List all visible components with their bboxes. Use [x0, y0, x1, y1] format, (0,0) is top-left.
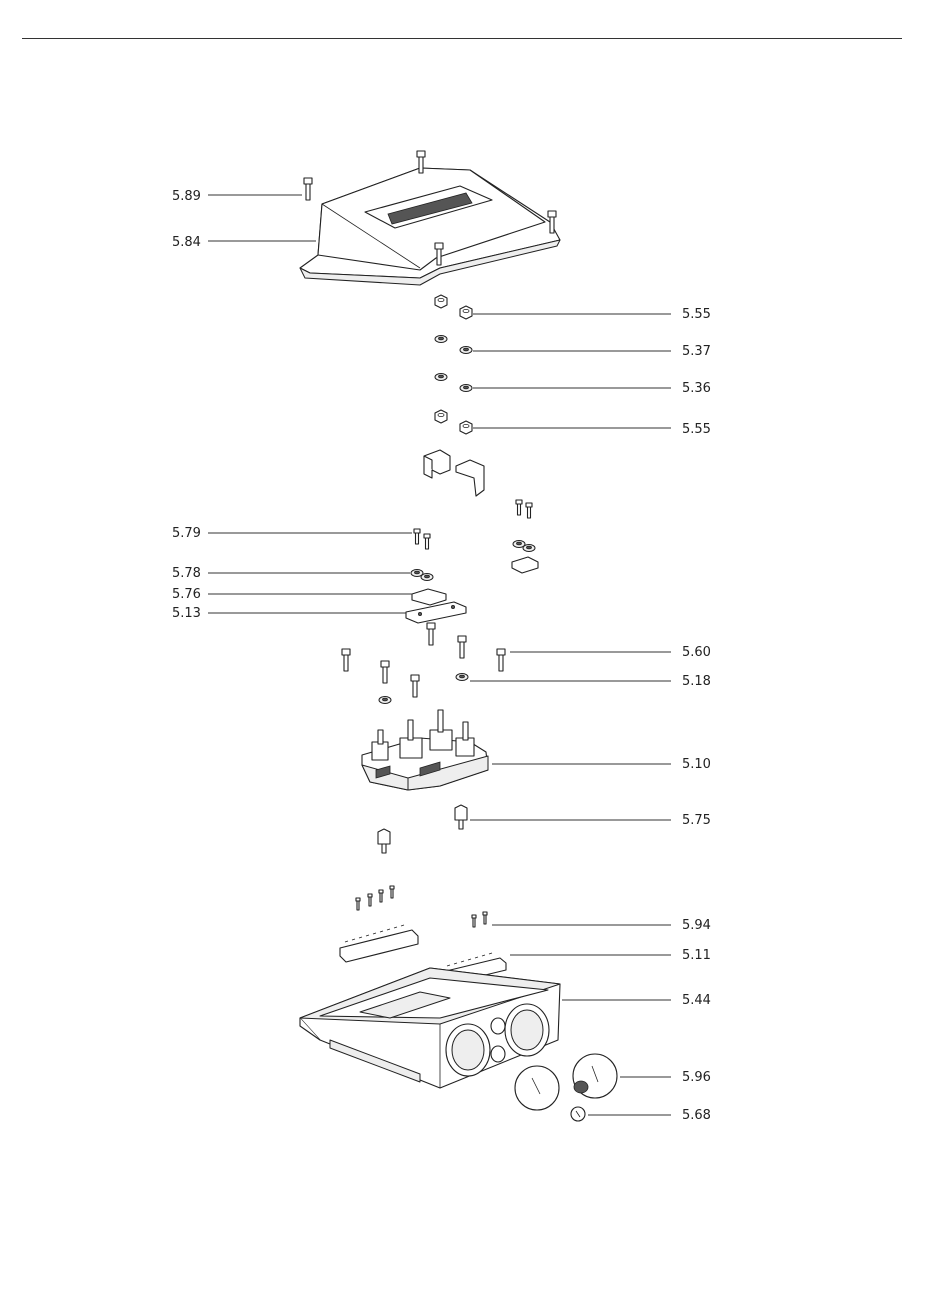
- callout-5-68: 5.68: [682, 1108, 711, 1123]
- terminal-block: [362, 710, 488, 790]
- small-screw: [379, 890, 383, 902]
- washer: [435, 374, 447, 381]
- callout-5-89: 5.89: [172, 189, 201, 204]
- screw: [414, 529, 420, 544]
- callout-5-18: 5.18: [682, 674, 711, 689]
- callout-5-11: 5.11: [682, 948, 711, 963]
- enclosure-base: [300, 968, 560, 1088]
- callout-5-13: 5.13: [172, 606, 201, 621]
- washer: [523, 545, 535, 552]
- callout-5-55-top: 5.55: [682, 307, 711, 322]
- callout-5-79: 5.79: [172, 526, 201, 541]
- terminal-bolt: [458, 636, 466, 658]
- angle-bracket: [424, 450, 484, 496]
- hex-nut: [435, 410, 447, 423]
- cover-screw: [304, 178, 312, 200]
- washer: [460, 385, 472, 392]
- callout-5-36: 5.36: [682, 381, 711, 396]
- callout-5-55-bottom: 5.55: [682, 422, 711, 437]
- callout-5-94: 5.94: [682, 918, 711, 933]
- washer: [460, 347, 472, 354]
- blanking-plug: [573, 1054, 617, 1098]
- hex-nut: [435, 295, 447, 308]
- callout-5-78: 5.78: [172, 566, 201, 581]
- small-screw: [483, 912, 487, 924]
- callout-5-84: 5.84: [172, 235, 201, 250]
- standoff: [378, 829, 390, 853]
- clamp-plate: [412, 589, 446, 605]
- screw: [424, 534, 430, 549]
- terminal-strip: [340, 925, 418, 962]
- washer: [456, 674, 468, 681]
- washer: [379, 697, 391, 704]
- washer: [421, 574, 433, 581]
- clamp-plate: [512, 557, 538, 573]
- screw: [516, 500, 522, 515]
- callout-5-44: 5.44: [682, 993, 711, 1008]
- small-screw: [368, 894, 372, 906]
- standoff: [455, 805, 467, 829]
- callout-5-10: 5.10: [682, 757, 711, 772]
- callout-5-76: 5.76: [172, 587, 201, 602]
- terminal-bolt: [497, 649, 505, 671]
- small-screw: [472, 915, 476, 927]
- callout-5-37: 5.37: [682, 344, 711, 359]
- terminal-bolt: [427, 623, 435, 645]
- callout-5-75: 5.75: [682, 813, 711, 828]
- link-bar: [406, 602, 466, 623]
- callout-5-96: 5.96: [682, 1070, 711, 1085]
- small-plug: [571, 1107, 585, 1121]
- small-screw: [356, 898, 360, 910]
- blanking-plug: [515, 1066, 559, 1110]
- hex-nut: [460, 421, 472, 434]
- terminal-bolt: [342, 649, 350, 671]
- terminal-bolt: [381, 661, 389, 683]
- terminal-bolt: [411, 675, 419, 697]
- washer: [435, 336, 447, 343]
- screw: [526, 503, 532, 518]
- callout-5-60: 5.60: [682, 645, 711, 660]
- hex-nut: [460, 306, 472, 319]
- small-screw: [390, 886, 394, 898]
- cover-housing-lid: [300, 168, 560, 285]
